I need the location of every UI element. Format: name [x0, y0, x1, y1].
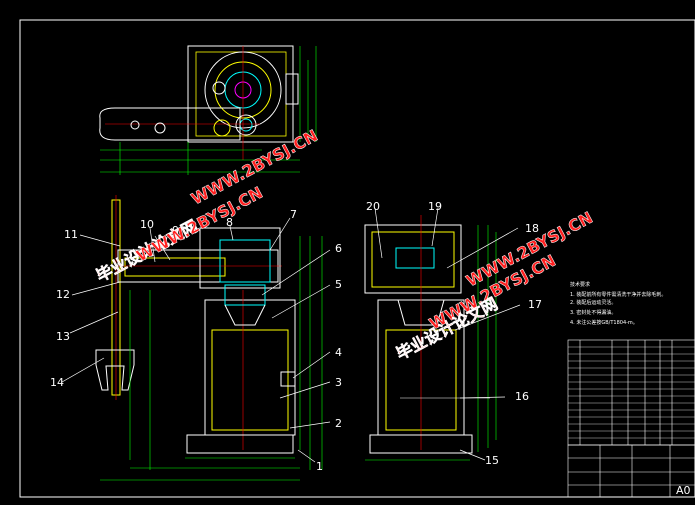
part-labels: [61, 207, 521, 463]
part-label-11: 11: [64, 228, 78, 241]
top-view-arm: [99, 107, 241, 141]
part-label-6: 6: [335, 242, 342, 255]
part-label-14: 14: [50, 376, 64, 389]
part-label-4: 4: [335, 346, 342, 359]
tech-note-line: 1. 装配前所有零件需清洗干净并去除毛刺。: [570, 291, 666, 298]
part-label-9: 9: [172, 224, 179, 237]
side-view-base: [369, 434, 473, 454]
part-label-7: 7: [290, 208, 297, 221]
parts-list: [567, 339, 695, 446]
part-label-19: 19: [428, 200, 442, 213]
side-view: [364, 215, 497, 461]
part-label-5: 5: [335, 278, 342, 291]
part-label-8: 8: [226, 216, 233, 229]
tech-note-line: 4. 未注公差按GB/T1804-m。: [570, 319, 638, 326]
tech-notes-heading: 技术要求: [570, 281, 590, 288]
part-label-17: 17: [528, 298, 542, 311]
part-label-18: 18: [525, 222, 539, 235]
parts-list-rows: [568, 346, 695, 439]
title-block: [567, 444, 695, 498]
front-view-gripper: [95, 349, 135, 391]
top-view: [99, 45, 317, 175]
part-label-16: 16: [515, 390, 529, 403]
part-numbers: 1 2 3 4 5 6 7 8 9 10 11 12 13 14 15 16 1…: [50, 200, 542, 473]
part-label-3: 3: [335, 376, 342, 389]
front-view-base: [186, 434, 294, 454]
tech-note-line: 2. 装配后运动灵活。: [570, 299, 616, 306]
part-label-1: 1: [316, 460, 323, 473]
top-view-housing: [187, 45, 294, 143]
technical-notes: 技术要求 1. 装配前所有零件需清洗干净并去除毛刺。 2. 装配后运动灵活。 3…: [570, 281, 666, 326]
tech-note-line: 3. 密封处不得漏油。: [570, 309, 616, 316]
front-view: [95, 195, 323, 481]
part-label-20: 20: [366, 200, 380, 213]
front-view-cylinder: [204, 299, 296, 436]
part-label-13: 13: [56, 330, 70, 343]
part-label-10: 10: [140, 218, 154, 231]
drawing-border: [19, 19, 695, 498]
part-label-15: 15: [485, 454, 499, 467]
part-label-12: 12: [56, 288, 70, 301]
part-label-2: 2: [335, 417, 342, 430]
sheet-size: A0: [676, 484, 691, 497]
